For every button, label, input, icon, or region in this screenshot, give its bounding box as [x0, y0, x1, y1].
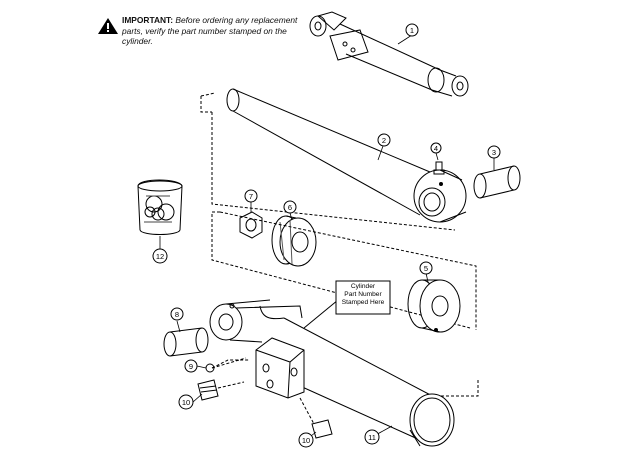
label-line-3: Stamped Here	[341, 299, 385, 306]
callout-3: 3	[492, 148, 496, 157]
seal-kit-12-drawing	[137, 179, 183, 235]
important-notice: IMPORTANT: Before ordering any replaceme…	[122, 15, 312, 47]
callout-10-bottom: 10	[302, 436, 310, 445]
plug-9-drawing	[205, 357, 247, 373]
callout-7: 7	[249, 192, 253, 201]
assembled-cylinder-drawing	[309, 11, 469, 97]
callout-11: 11	[368, 433, 376, 442]
label-line-1: Cylinder	[350, 283, 376, 290]
dashed-bracket-piston	[211, 211, 477, 330]
bushing-3-drawing	[473, 165, 521, 199]
cylinder-part-number-label: Cylinder Part Number Stamped Here	[338, 283, 388, 307]
nut-7-drawing	[239, 211, 263, 239]
dashed-bracket-barrel	[211, 359, 479, 397]
callout-2: 2	[382, 136, 386, 145]
callout-10-left: 10	[182, 398, 190, 407]
grease-fitting-4-drawing	[433, 161, 445, 175]
notice-heading: IMPORTANT:	[122, 15, 174, 25]
label-leader-line	[303, 299, 339, 329]
notice-body: Before ordering any replacement parts, v…	[122, 15, 298, 46]
callout-4: 4	[434, 144, 438, 153]
bushing-8-drawing	[163, 327, 209, 357]
callout-circles	[152, 23, 501, 448]
piston-6-drawing	[271, 215, 317, 267]
fitting-10-left-drawing	[197, 379, 245, 401]
dashed-bracket-rod	[200, 92, 456, 231]
callout-9: 9	[189, 362, 193, 371]
callout-5: 5	[424, 264, 428, 273]
callout-8: 8	[175, 310, 179, 319]
barrel-11-drawing	[209, 299, 455, 447]
callout-1: 1	[410, 26, 414, 35]
warning-icon	[98, 18, 118, 34]
gland-5-drawing	[407, 279, 461, 333]
cylinder-rod-drawing	[226, 88, 467, 223]
callout-leaders	[159, 34, 495, 441]
callout-12: 12	[156, 252, 164, 261]
label-line-2: Part Number	[344, 291, 382, 298]
callout-6: 6	[288, 203, 292, 212]
label-box-outline	[335, 280, 391, 315]
